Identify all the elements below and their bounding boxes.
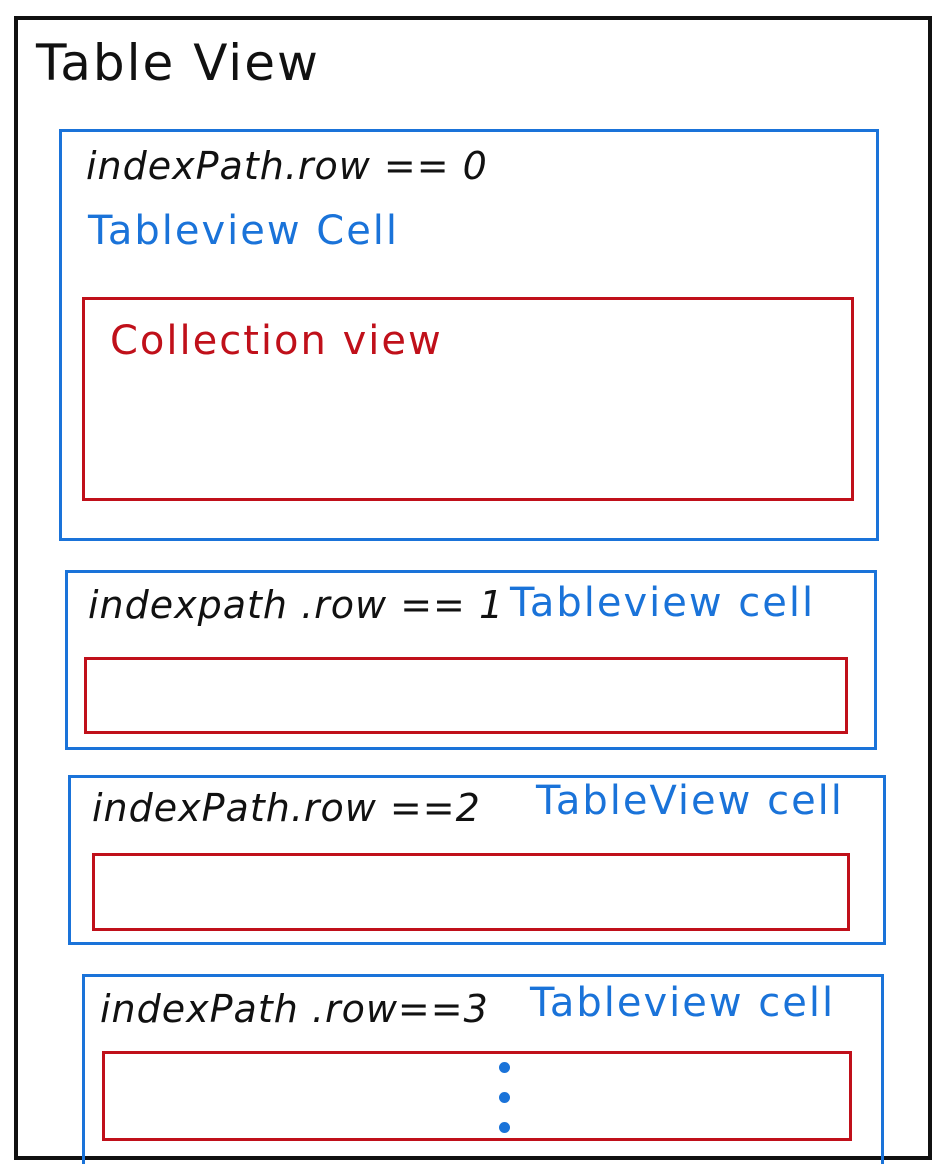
table-view-title: Table View [36,34,320,92]
index-label-0: indexPath.row == 0 [86,144,488,188]
table-view-frame [14,16,932,1160]
ellipsis-dot [499,1122,510,1133]
tableview-cell-3 [82,974,884,1164]
collection-view-2 [92,853,850,931]
index-label-3: indexPath .row==3 [100,987,489,1031]
tableview-cell-2 [68,775,886,945]
index-label-2: indexPath.row ==2 [92,786,481,830]
collection-view-3 [102,1051,852,1141]
tableview-cell-0 [59,129,879,541]
collection-view-label: Collection view [110,318,443,364]
cell-label-2: TableView cell [536,778,844,824]
cell-label-0: Tableview Cell [88,208,400,254]
ellipsis-dot [499,1062,510,1073]
ellipsis-dot [499,1092,510,1103]
index-label-1: indexpath .row == 1 [88,583,505,627]
tableview-cell-1 [65,570,877,750]
collection-view-0 [82,297,854,501]
collection-view-1 [84,657,848,734]
cell-label-3: Tableview cell [530,980,836,1026]
cell-label-1: Tableview cell [510,580,816,626]
